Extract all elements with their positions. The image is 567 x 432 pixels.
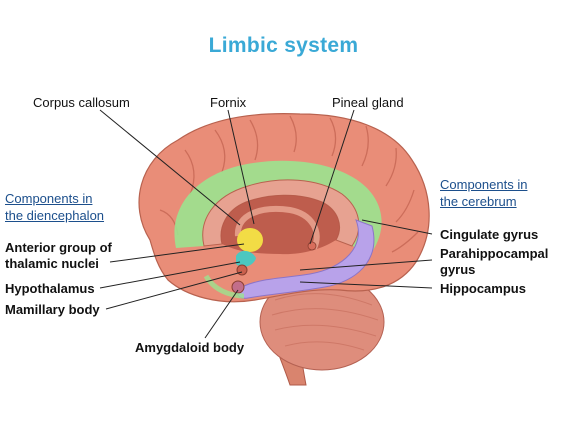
header-diencephalon-line1: Components in [5, 191, 93, 206]
leader-mamillary [105, 271, 243, 310]
leader-parahippo [299, 259, 433, 271]
label-anterior-thalamic-1: Anterior group of [5, 240, 112, 255]
pineal-gland [307, 241, 317, 251]
leader-corpus-callosum [99, 109, 241, 226]
label-amygdaloid-body: Amygdaloid body [135, 340, 245, 355]
leader-lines [99, 109, 433, 339]
leader-anterior [109, 243, 245, 263]
hypothalamus [236, 250, 256, 267]
label-hypothalamus: Hypothalamus [5, 281, 95, 296]
header-diencephalon-line2: the diencephalon [5, 208, 105, 223]
label-hippocampus: Hippocampus [440, 281, 526, 296]
header-cerebrum: Components in the cerebrum [440, 176, 527, 210]
leader-fornix [227, 109, 255, 225]
header-cerebrum-line2: the cerebrum [440, 194, 517, 209]
leader-pineal [309, 109, 355, 245]
label-parahippocampal-1: Parahippocampal [440, 246, 549, 261]
label-cingulate-gyrus: Cingulate gyrus [440, 227, 539, 242]
leader-hippocampus [299, 281, 433, 289]
mamillary-body [236, 264, 248, 276]
label-corpus-callosum: Corpus callosum [33, 95, 130, 110]
label-pineal-gland: Pineal gland [332, 95, 404, 110]
header-diencephalon: Components in the diencephalon [5, 190, 104, 224]
amygdaloid-body [231, 280, 245, 294]
label-anterior-thalamic-2: thalamic nuclei [5, 256, 99, 271]
diagram-title: Limbic system [208, 34, 359, 57]
leader-hypothalamus [99, 261, 241, 289]
leader-amygdala [204, 289, 239, 339]
leader-cingulate [361, 219, 433, 235]
label-parahippocampal-2: gyrus [440, 262, 476, 277]
fornix [234, 206, 320, 250]
label-fornix: Fornix [210, 95, 247, 110]
anterior-thalamic-nuclei [237, 228, 263, 252]
header-cerebrum-line1: Components in [440, 177, 528, 192]
label-mamillary-body: Mamillary body [5, 302, 100, 317]
